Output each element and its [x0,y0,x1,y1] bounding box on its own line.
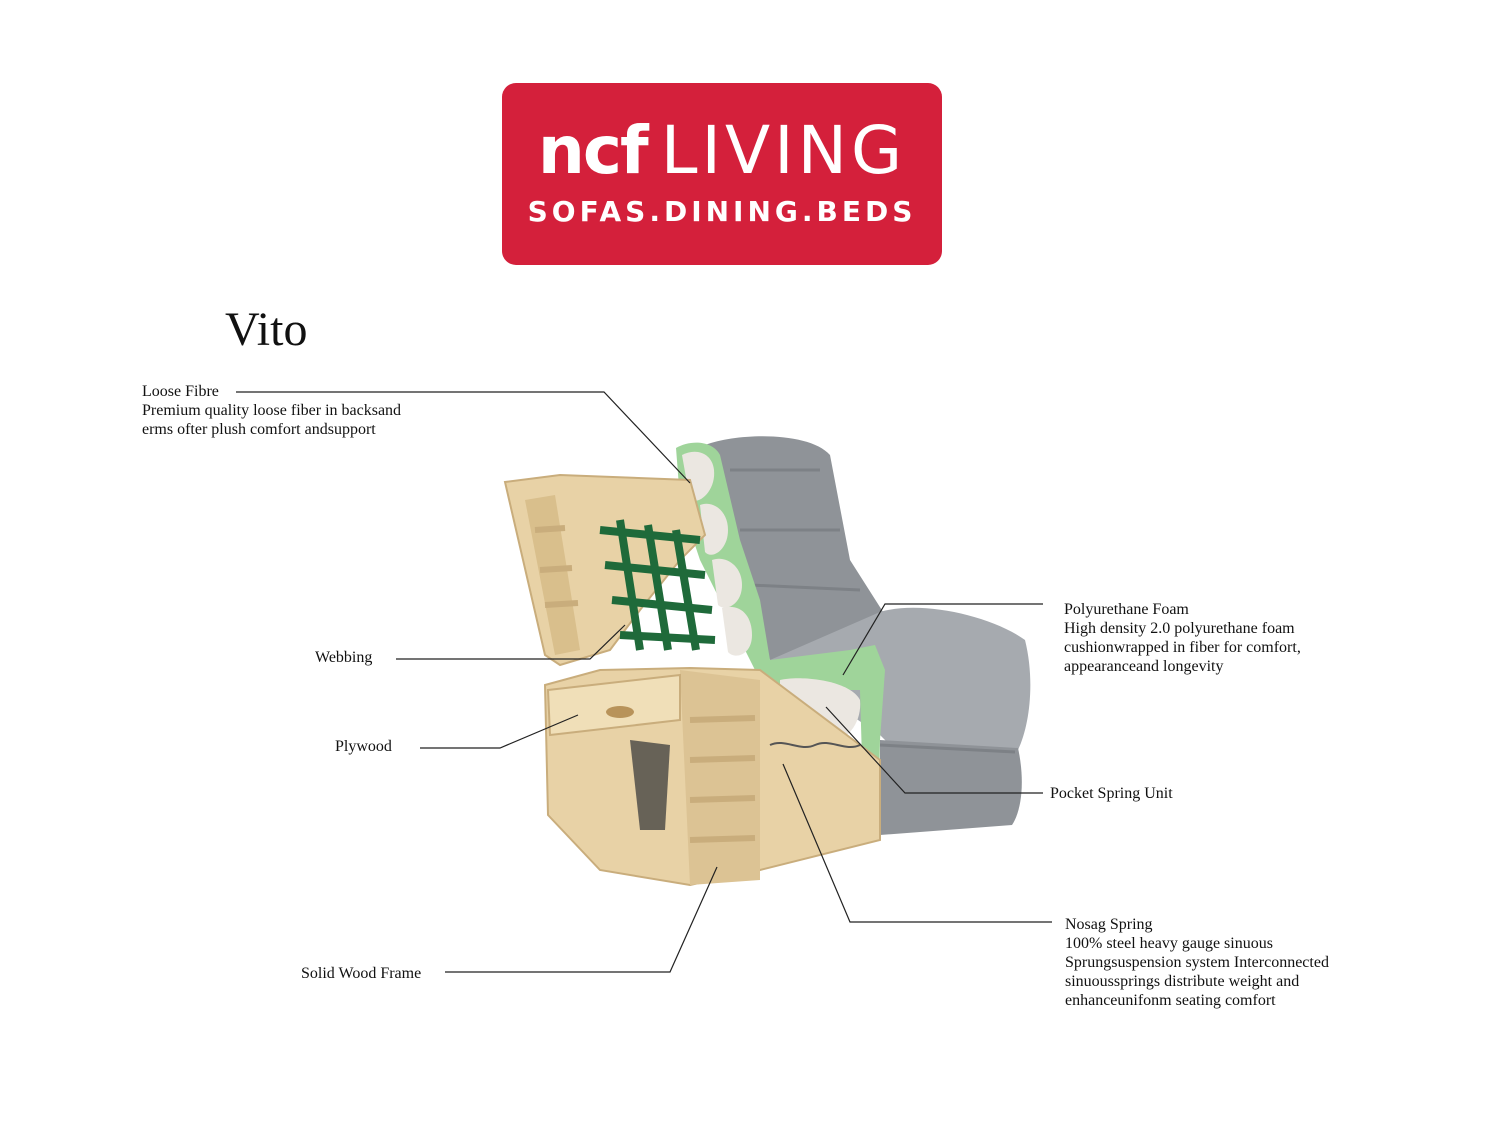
logo-brand: ncf [537,112,649,189]
leader-webbing [396,624,626,660]
product-title: Vito [225,303,308,356]
callout-solid-wood-frame: Solid Wood Frame [301,964,421,983]
callout-nosag-spring-line-3: sinuoussprings distribute weight and [1065,973,1300,990]
leader-pocket-spring-unit [825,706,1043,794]
callout-nosag-spring-line-2: Sprungsuspension system Interconnected [1065,954,1329,971]
leader-solid-wood-frame [445,866,718,973]
sofa-fabric [705,436,1031,835]
callout-nosag-spring-name: Nosag Spring [1065,916,1153,933]
nosag-springs [769,742,861,748]
logo-tagline: SOFAS.DINING.BEDS [527,195,917,228]
webbing-straps [599,519,716,651]
callout-webbing-name: Webbing [315,649,373,666]
callout-plywood: Plywood [335,737,392,756]
callout-plywood-name: Plywood [335,738,392,755]
leader-plywood [420,714,579,749]
solid-wood-frame [503,473,881,887]
callout-nosag-spring-line-1: 100% steel heavy gauge sinuous [1065,935,1273,952]
callout-loose-fibre-name: Loose Fibre [142,383,219,400]
callout-loose-fibre-line-1: Premium quality loose fiber in backsand [142,402,402,419]
leader-nosag-spring [782,763,1052,923]
callout-polyurethane-foam-line-3: appearanceand longevity [1064,658,1224,675]
callout-polyurethane-foam-line-1: High density 2.0 polyurethane foam [1064,620,1295,637]
callout-loose-fibre-line-2: erms ofter plush comfort andsupport [142,421,376,438]
callout-pocket-spring-unit-name: Pocket Spring Unit [1050,785,1173,802]
callout-nosag-spring: Nosag Spring 100% steel heavy gauge sinu… [1065,915,1329,1010]
callout-solid-wood-frame-name: Solid Wood Frame [301,965,422,982]
callout-webbing: Webbing [315,648,372,667]
callout-polyurethane-foam: Polyurethane Foam High density 2.0 polyu… [1064,600,1301,676]
leader-polyurethane-foam [842,603,1043,676]
polyurethane-foam-layer [676,442,885,840]
callout-loose-fibre: Loose Fibre Premium quality loose fiber … [142,382,401,439]
callout-nosag-spring-line-4: enhanceunifonm seating comfort [1065,992,1276,1009]
leader-lines [236,391,1052,973]
callout-polyurethane-foam-name: Polyurethane Foam [1064,601,1189,618]
callout-polyurethane-foam-line-2: cushionwrapped in fiber for comfort, [1064,639,1301,656]
leader-loose-fibre [236,391,691,484]
callout-pocket-spring-unit: Pocket Spring Unit [1050,784,1173,803]
logo-word: LIVING [660,112,907,189]
